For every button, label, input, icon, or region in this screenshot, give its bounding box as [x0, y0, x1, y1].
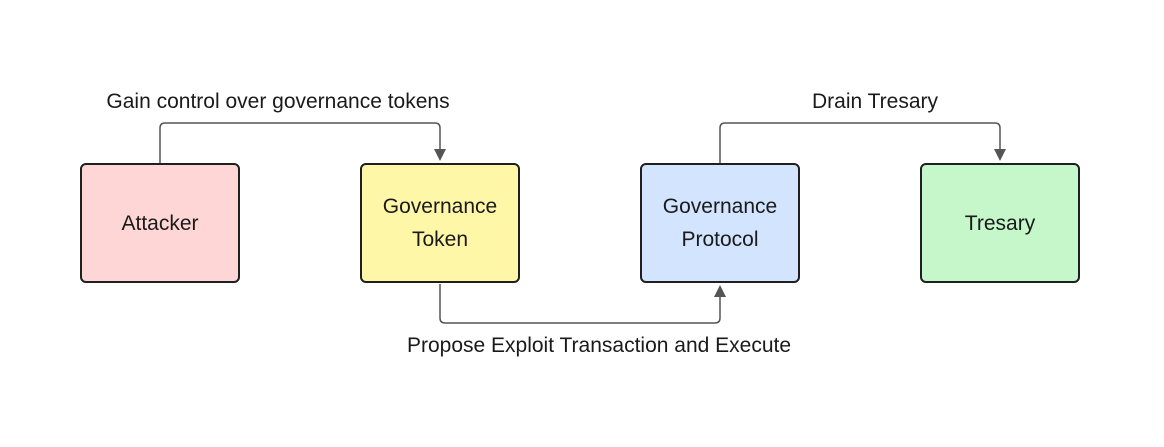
edge-attacker-to-token — [159, 122, 441, 163]
node-attacker-label: Attacker — [121, 211, 199, 235]
node-governance-token[interactable]: Governance Token — [360, 163, 520, 283]
node-governance-token-label: Governance Token — [382, 195, 498, 251]
arrowhead-protocol — [714, 285, 726, 297]
node-attacker[interactable]: Attacker — [80, 163, 240, 283]
node-governance-protocol-label: Governance Protocol — [662, 195, 778, 251]
arrowhead-token — [434, 149, 446, 161]
edge-label-gain-control: Gain control over governance tokens — [106, 90, 450, 113]
node-treasury-label: Tresary — [964, 211, 1036, 235]
node-treasury[interactable]: Tresary — [920, 163, 1080, 283]
edge-token-to-protocol — [439, 284, 721, 324]
edge-protocol-to-treasury — [719, 122, 1001, 163]
node-governance-protocol[interactable]: Governance Protocol — [640, 163, 800, 283]
arrowhead-treasury — [994, 149, 1006, 161]
edge-label-propose-exploit: Propose Exploit Transaction and Execute — [406, 334, 792, 357]
edge-label-drain-treasury: Drain Tresary — [811, 90, 939, 113]
